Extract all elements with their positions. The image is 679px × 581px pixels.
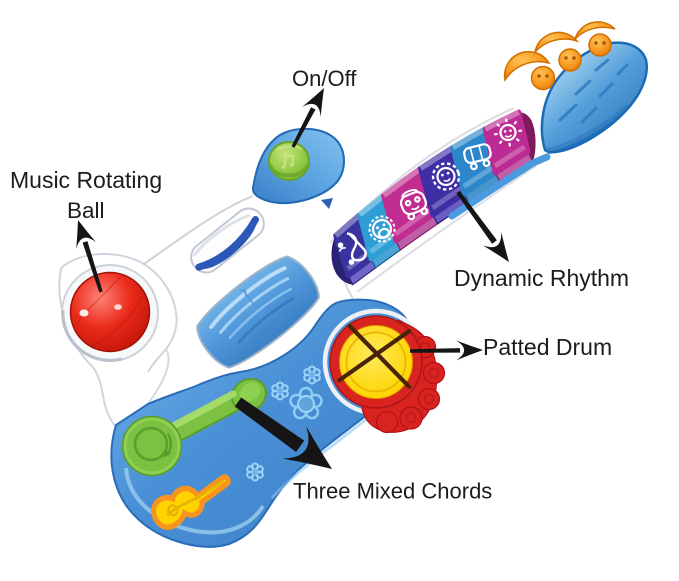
svg-text:Ball: Ball bbox=[67, 198, 105, 223]
svg-text:On/Off: On/Off bbox=[292, 66, 357, 91]
svg-text:Three Mixed Chords: Three Mixed Chords bbox=[293, 479, 492, 504]
svg-text:Dynamic Rhythm: Dynamic Rhythm bbox=[454, 265, 629, 291]
svg-text:Music Rotating: Music Rotating bbox=[10, 167, 162, 193]
svg-text:Patted Drum: Patted Drum bbox=[483, 334, 612, 360]
